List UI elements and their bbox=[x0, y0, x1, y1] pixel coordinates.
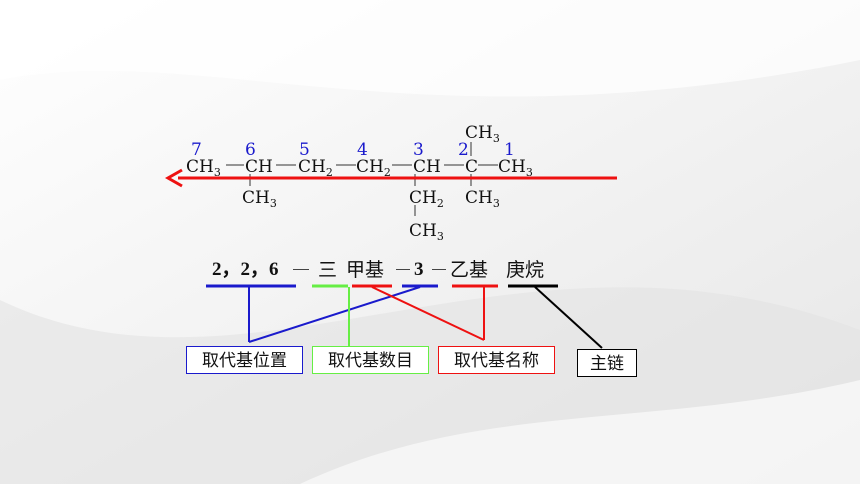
name-ethyl: 乙基 bbox=[450, 259, 489, 281]
position-number-7: 7 bbox=[191, 140, 202, 160]
name-locants: 2，2，6 bbox=[212, 259, 279, 280]
atom-c4: CH2 bbox=[356, 157, 391, 179]
position-number-5: 5 bbox=[299, 140, 310, 160]
position-number-4: 4 bbox=[357, 140, 368, 160]
branch-c2-methyl-up: CH3 bbox=[465, 123, 500, 145]
name-locant-3: 3 bbox=[414, 259, 424, 280]
name-dash-3 bbox=[432, 269, 446, 270]
connector-black bbox=[534, 286, 603, 349]
atom-c2: C bbox=[465, 157, 478, 177]
label-main-chain: 主链 bbox=[577, 349, 637, 377]
branch-c2-methyl-down: CH3 bbox=[465, 188, 500, 210]
branch-c3-ch3: CH3 bbox=[409, 221, 444, 243]
branch-c6-methyl: CH3 bbox=[242, 188, 277, 210]
name-dash-2 bbox=[396, 269, 410, 270]
atom-c3: CH bbox=[413, 157, 441, 177]
name-methyl: 甲基 bbox=[346, 259, 385, 281]
position-number-1: 1 bbox=[504, 140, 515, 160]
name-count: 三 bbox=[318, 259, 338, 281]
connector-blue-diagonal bbox=[248, 286, 421, 343]
atom-c1: CH3 bbox=[498, 157, 533, 179]
atom-c7: CH3 bbox=[186, 157, 221, 179]
label-position: 取代基位置 bbox=[186, 346, 303, 374]
atom-c5: CH2 bbox=[298, 157, 333, 179]
label-number: 取代基数目 bbox=[312, 346, 429, 374]
position-number-6: 6 bbox=[245, 140, 256, 160]
name-dash-1 bbox=[293, 269, 309, 270]
name-parent: 庚烷 bbox=[506, 259, 545, 281]
label-name: 取代基名称 bbox=[438, 346, 555, 374]
main-chain-arrowhead bbox=[164, 168, 183, 188]
connector-red-diagonal bbox=[371, 286, 485, 341]
atom-c6: CH bbox=[245, 157, 273, 177]
position-number-3: 3 bbox=[413, 140, 424, 160]
position-number-2: 2 bbox=[458, 140, 469, 160]
branch-c3-ch2: CH2 bbox=[409, 188, 444, 210]
